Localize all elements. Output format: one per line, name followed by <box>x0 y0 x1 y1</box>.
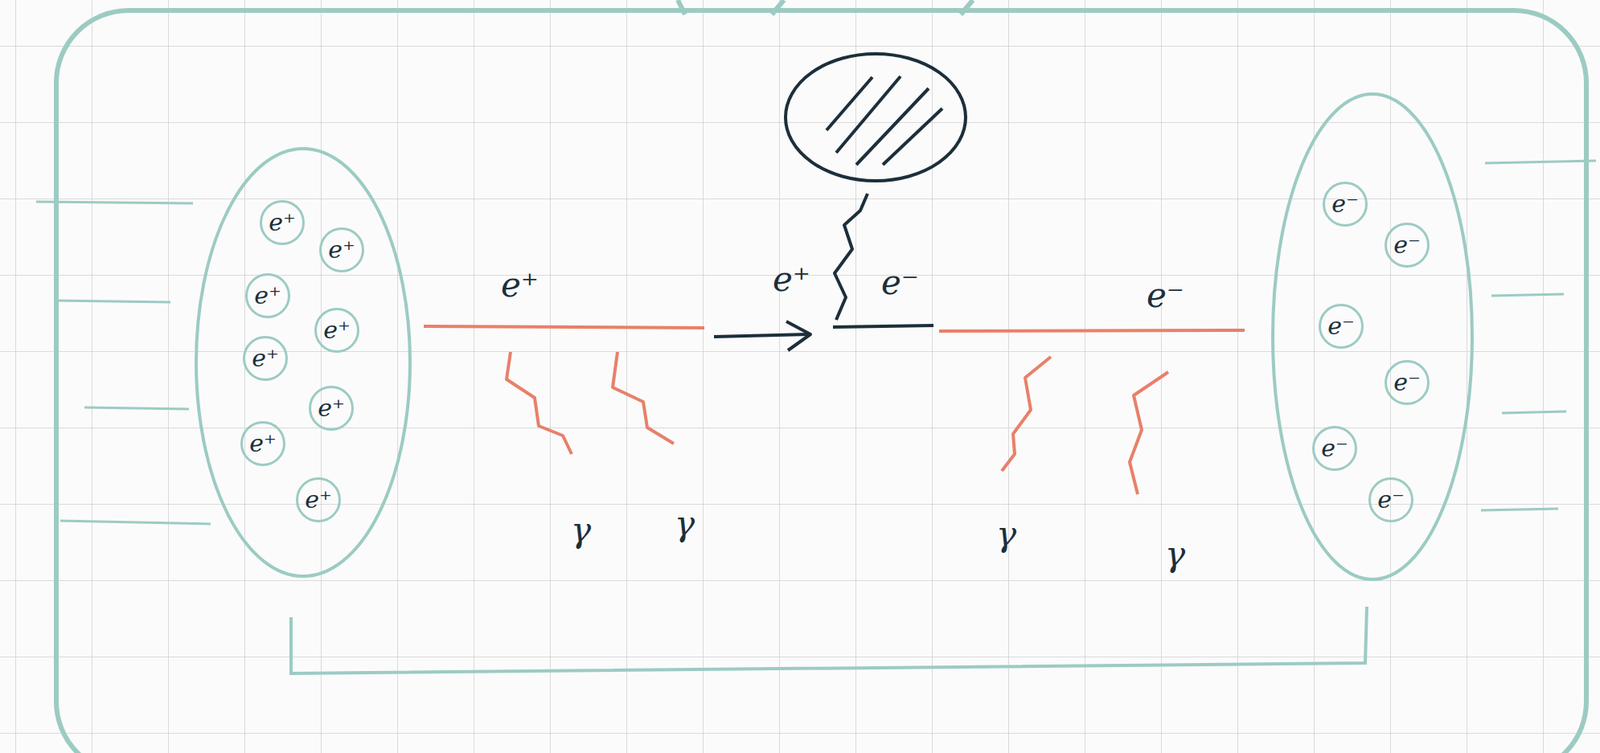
particle-symbol: e⁺ <box>328 237 356 263</box>
bunch-outline <box>1270 91 1475 583</box>
photon-label: γ <box>1165 537 1186 572</box>
particle-symbol: e⁻ <box>1331 192 1359 217</box>
arrow-head <box>786 321 811 351</box>
particle-circle: e⁺ <box>314 307 360 353</box>
positron-line <box>423 326 705 329</box>
particle-circle: e⁻ <box>1322 181 1368 227</box>
particle-label: e⁻ <box>1146 278 1185 313</box>
particle-circle: e⁺ <box>245 273 291 319</box>
particle-circle: e⁻ <box>1318 303 1364 349</box>
particle-symbol: e⁺ <box>317 396 345 421</box>
motion-line <box>56 300 171 303</box>
motion-line <box>1501 411 1567 414</box>
particle-symbol: e⁺ <box>304 488 333 513</box>
particle-circle: e⁺ <box>240 421 286 467</box>
particle-circle: e⁺ <box>259 200 305 246</box>
vertex-line <box>832 325 934 328</box>
photons <box>506 352 1169 495</box>
hatch-line <box>882 108 943 165</box>
motion-line <box>60 521 211 525</box>
particle-symbol: e⁻ <box>1327 314 1355 339</box>
motion-line <box>84 407 189 410</box>
exchange-photon <box>834 193 868 320</box>
particle-circle: e⁺ <box>308 385 354 431</box>
photon <box>506 352 572 455</box>
motion-line <box>1481 508 1559 511</box>
particle-symbol: e⁺ <box>323 318 351 343</box>
particle-circle: e⁻ <box>1312 426 1358 472</box>
bunch-outline <box>193 146 413 579</box>
particle-symbol: e⁺ <box>249 431 277 456</box>
electron-line <box>939 330 1245 332</box>
arrow-line <box>713 334 809 337</box>
motion-line <box>1485 160 1596 164</box>
photon-label: γ <box>996 517 1017 552</box>
hatch-line <box>836 76 901 153</box>
hatch-line <box>826 77 873 131</box>
hatching <box>826 76 943 165</box>
particle-symbol: e⁻ <box>1393 370 1421 395</box>
bunch-ellipse <box>196 148 411 577</box>
particle-symbol: e⁺ <box>268 210 296 235</box>
particle-bunch: e⁻ e⁻ e⁻ e⁻ e⁻ e⁻ <box>1270 91 1475 583</box>
bunch-ellipse <box>1272 94 1473 580</box>
photon-label: γ <box>674 507 695 542</box>
frame-tab <box>677 0 973 15</box>
hatch-line <box>856 88 929 165</box>
frame <box>56 10 1587 753</box>
particle-circle: e⁻ <box>1368 477 1414 523</box>
particle-circle: e⁺ <box>242 336 288 382</box>
particle-symbol: e⁺ <box>251 346 279 371</box>
photon-label: γ <box>570 513 591 548</box>
blob <box>785 53 966 181</box>
particle-circle: e⁻ <box>1384 360 1430 406</box>
particle-symbol: e⁺ <box>254 283 282 308</box>
photon <box>612 352 674 444</box>
particle-symbol: e⁻ <box>1377 488 1405 513</box>
photon <box>1129 372 1169 495</box>
particle-symbol: e⁻ <box>1321 436 1349 461</box>
photon <box>1001 356 1051 472</box>
motion-line <box>1491 294 1564 296</box>
particle-circle: e⁺ <box>295 477 341 523</box>
particle-label: e⁻ <box>881 266 919 300</box>
particle-bunch: e⁺ e⁺ e⁺ e⁺ e⁺ e⁺ e⁺ e⁺ <box>193 146 413 579</box>
motion-lines <box>36 160 1596 525</box>
bracket <box>291 607 1367 674</box>
particle-circle: e⁻ <box>1384 222 1430 268</box>
particle-symbol: e⁻ <box>1393 233 1421 258</box>
motion-line <box>36 201 193 204</box>
particle-label: e⁺ <box>772 262 811 297</box>
particle-circle: e⁺ <box>319 227 365 273</box>
particle-label: e⁺ <box>500 268 539 303</box>
